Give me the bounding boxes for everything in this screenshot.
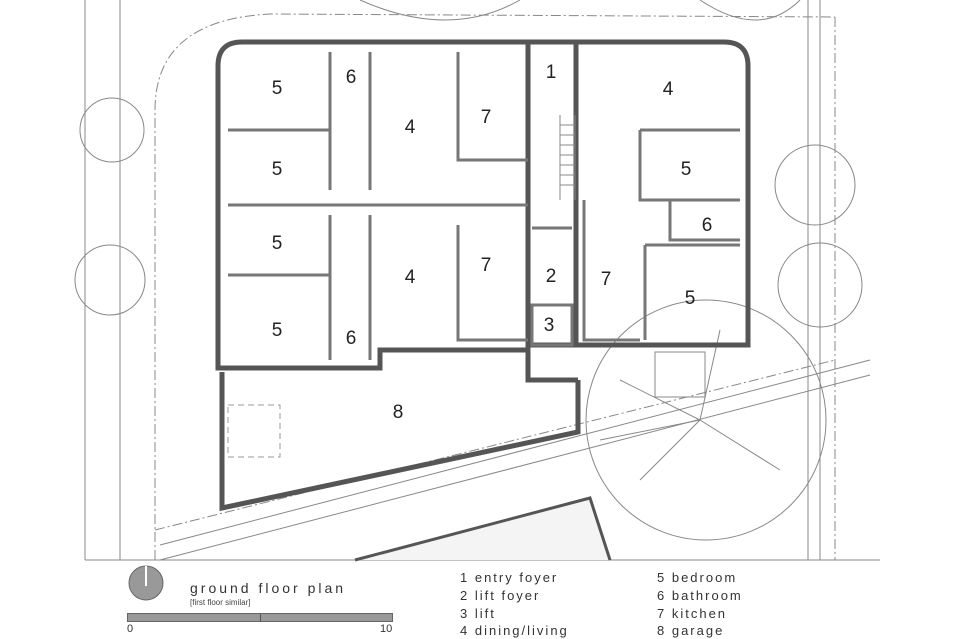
scale-bar: [127, 613, 393, 622]
room-label: 5: [272, 78, 283, 99]
legend-item: 6 bathroom: [657, 588, 743, 603]
parking-space: [227, 404, 281, 458]
room-label: 7: [601, 269, 612, 290]
trees: [74, 0, 863, 541]
north-arrow-icon: [128, 565, 164, 601]
room-label: 6: [346, 328, 357, 349]
room-label: 5: [272, 159, 283, 180]
room-label: 7: [481, 107, 492, 128]
legend-item: 4 dining/living: [460, 623, 569, 638]
plan-subtitle: [first floor similar]: [190, 598, 251, 607]
scale-start: 0: [127, 623, 134, 635]
room-label: 5: [685, 288, 696, 309]
room-label: 6: [702, 215, 713, 236]
room-label: 5: [272, 320, 283, 341]
porch: [654, 351, 706, 398]
neighbour-building: [354, 496, 612, 562]
room-label: 3: [544, 315, 555, 336]
room-labels: 5 6 4 7 1 4 5 5 6 5 4 7 2 7 5 5 6 3 8: [272, 62, 713, 423]
room-label: 5: [681, 159, 692, 180]
room-label: 2: [546, 266, 557, 287]
scale-end: 10: [380, 623, 393, 635]
room-label: 4: [405, 117, 416, 138]
room-label: 4: [405, 267, 416, 288]
legend-item: 7 kitchen: [657, 606, 728, 621]
room-label: 8: [393, 402, 404, 423]
legend-item: 1 entry foyer: [460, 570, 559, 585]
legend-item: 2 lift foyer: [460, 588, 541, 603]
room-label: 6: [346, 67, 357, 88]
building-walls: [215, 39, 751, 371]
garage-walls: [219, 372, 581, 512]
garage-wall-link: [525, 352, 578, 383]
legend-item: 5 bedroom: [657, 570, 738, 585]
legend-item: 3 lift: [460, 606, 496, 621]
site-boundary: [84, 0, 880, 561]
room-label: 1: [546, 62, 557, 83]
room-label: 4: [663, 79, 674, 100]
plan-title: ground floor plan: [190, 580, 347, 596]
room-label: 7: [481, 255, 492, 276]
room-label: 5: [272, 233, 283, 254]
legend-item: 8 garage: [657, 623, 725, 638]
